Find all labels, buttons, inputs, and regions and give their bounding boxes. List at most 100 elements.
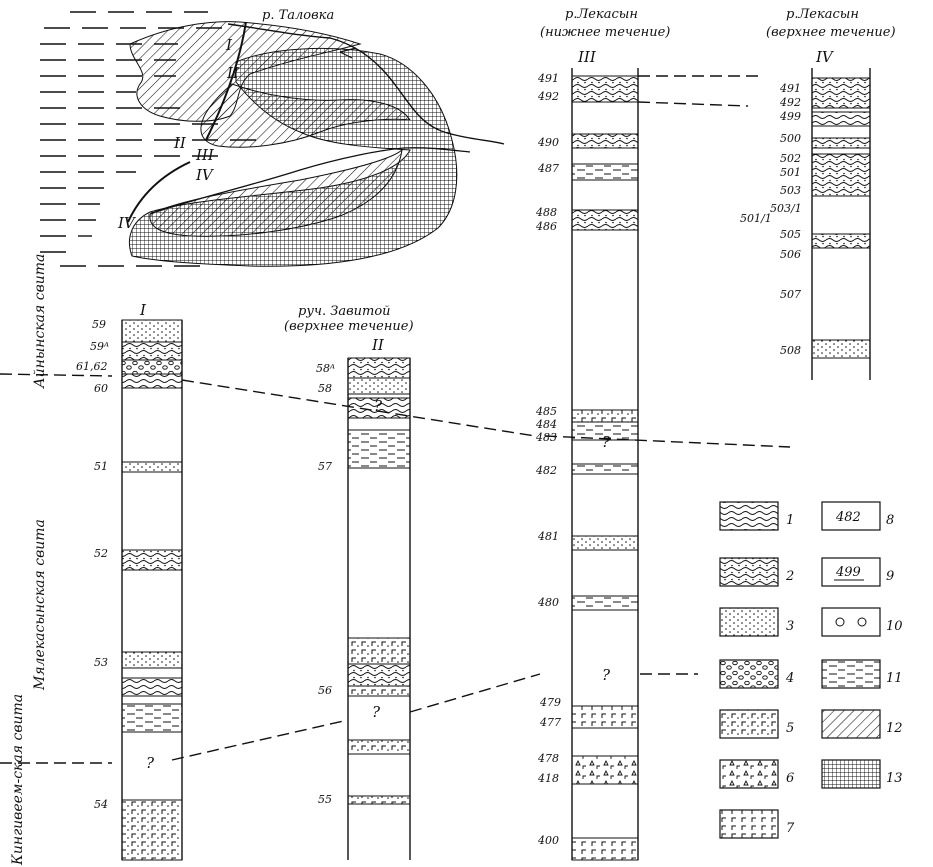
legend-item-11: 11 [821, 659, 903, 689]
legend-item-7: 7 [719, 809, 795, 839]
legend-number: 11 [886, 671, 903, 686]
legend-item-6: 6 [719, 759, 794, 789]
column-ii-header-1: руч. Завитой [298, 304, 391, 319]
column-i-layer [121, 319, 183, 343]
column-i: I 59 59ᴬ 61,62 60 51 52 53 54 ? [76, 301, 183, 861]
suite-labels: Айнынская свита Мялекасынская свита Кинг… [10, 254, 48, 866]
column-i-sample: 51 [94, 460, 108, 473]
map-outcrop-hatch-lower [149, 148, 403, 237]
column-iii-layer [571, 535, 639, 551]
map-section-line-iii-iv [127, 161, 191, 223]
map-river-arrow [339, 47, 357, 59]
column-iii-layer [571, 209, 639, 231]
column-iv-sample: 508 [780, 344, 801, 357]
column-iii-layer [571, 463, 639, 475]
column-iv-sample: 506 [780, 248, 801, 261]
column-i-sample: 59 [92, 318, 106, 331]
column-iii-sample: 478 [537, 752, 559, 765]
column-iii-layer [571, 163, 639, 181]
legend-number: 12 [886, 721, 903, 736]
map-outcrop-hatch-middle [200, 83, 411, 148]
column-i-sample: 53 [94, 656, 108, 669]
column-iv-layer [811, 339, 871, 359]
legend-item-8: 482 8 [821, 501, 894, 531]
column-ii-number: II [371, 336, 385, 354]
column-iii-layer [571, 421, 639, 441]
map-section-iii: III [195, 146, 215, 164]
column-ii-layer [347, 357, 411, 379]
column-i-layer [121, 677, 183, 697]
map-outcrop-hatch-upper [129, 21, 362, 122]
column-iii-sample: 491 [537, 72, 559, 85]
column-ii-layer [347, 397, 411, 419]
column-ii-sample: 56 [318, 684, 332, 697]
legend-number: 13 [886, 771, 903, 786]
column-iv-sample: 501/1 [740, 212, 772, 225]
legend-item-4: 4 [719, 659, 794, 689]
column-iii-layer [571, 837, 639, 861]
legend-number: 1 [786, 513, 794, 528]
column-iv-sample: 491 [779, 82, 801, 95]
map-section-line-i-ii [205, 21, 247, 141]
legend-item-5: 5 [719, 709, 794, 739]
suite-myalekasyn: Мялекасынская свита [32, 519, 48, 691]
legend-item-10: 10 [821, 607, 903, 637]
column-ii-header-2: (верхнее течение) [284, 319, 414, 334]
map-section-ii-bottom: II [173, 134, 187, 152]
column-iii-layer [571, 133, 639, 149]
column-iii-sample: 486 [535, 220, 557, 233]
column-ii-sample: 58 [318, 382, 332, 395]
column-i-layer [121, 651, 183, 669]
column-iv-sample: 492 [779, 96, 801, 109]
column-iii-sample: 479 [539, 696, 561, 709]
column-i-sample: 52 [94, 547, 108, 560]
column-i-number: I [139, 301, 147, 319]
legend-item-2: 2 [719, 557, 794, 587]
column-iv-sample: 503 [780, 184, 801, 197]
column-iv-header-1: р.Лекасын [786, 7, 859, 22]
column-iv: р.Лекасын (верхнее течение) IV 491 492 4… [740, 7, 896, 380]
column-iv-sample: 507 [780, 288, 801, 301]
column-iii-sample: 484 [535, 418, 557, 431]
suite-kingiveem: Кингивеем-ская свита [10, 694, 26, 866]
legend-number: 10 [886, 619, 903, 634]
column-ii-question: ? [374, 397, 383, 415]
legend-number: 6 [786, 771, 794, 786]
column-iii-sample: 487 [537, 162, 559, 175]
column-iv-header-2: (верхнее течение) [766, 25, 896, 40]
column-ii-sample: 57 [318, 460, 332, 473]
suite-aynyn: Айнынская свита [32, 254, 48, 389]
legend-item-12: 12 [821, 709, 903, 739]
column-iv-number: IV [815, 48, 835, 66]
column-iv-sample: 503/1 [770, 202, 802, 215]
legend-number: 5 [786, 721, 794, 736]
column-i-layer [121, 359, 183, 375]
column-i-layer [121, 373, 183, 389]
column-iv-layer [811, 111, 871, 127]
legend-number: 9 [886, 569, 894, 584]
column-ii-layer [347, 663, 411, 687]
legend-item-1: 1 [719, 501, 794, 531]
column-iii-header-1: р.Лекасын [565, 7, 638, 22]
column-i-sample: 60 [94, 382, 108, 395]
column-iv-sample: 499 [779, 110, 801, 123]
column-iii-layer [571, 755, 639, 785]
column-iii-header-2: (нижнее течение) [540, 25, 670, 40]
legend-item-13: 13 [821, 759, 903, 789]
map-section-iv-bottom: IV [117, 214, 137, 232]
column-iv-sample: 505 [780, 228, 801, 241]
legend-number: 4 [785, 671, 794, 686]
column-iii-sample: 485 [535, 405, 557, 418]
map-river-line [227, 23, 505, 145]
column-ii-sample: 58ᴬ [316, 362, 335, 375]
column-ii-layer [347, 429, 411, 469]
legend-number: 8 [886, 513, 894, 528]
legend-sample-plain: 482 [835, 510, 861, 525]
legend-number: 7 [786, 821, 795, 836]
column-ii-layer [347, 795, 411, 805]
column-ii-sample: 55 [318, 793, 332, 806]
column-iii-question: ? [602, 666, 611, 684]
column-iii-number: III [577, 48, 597, 66]
column-i-question: ? [146, 754, 155, 772]
